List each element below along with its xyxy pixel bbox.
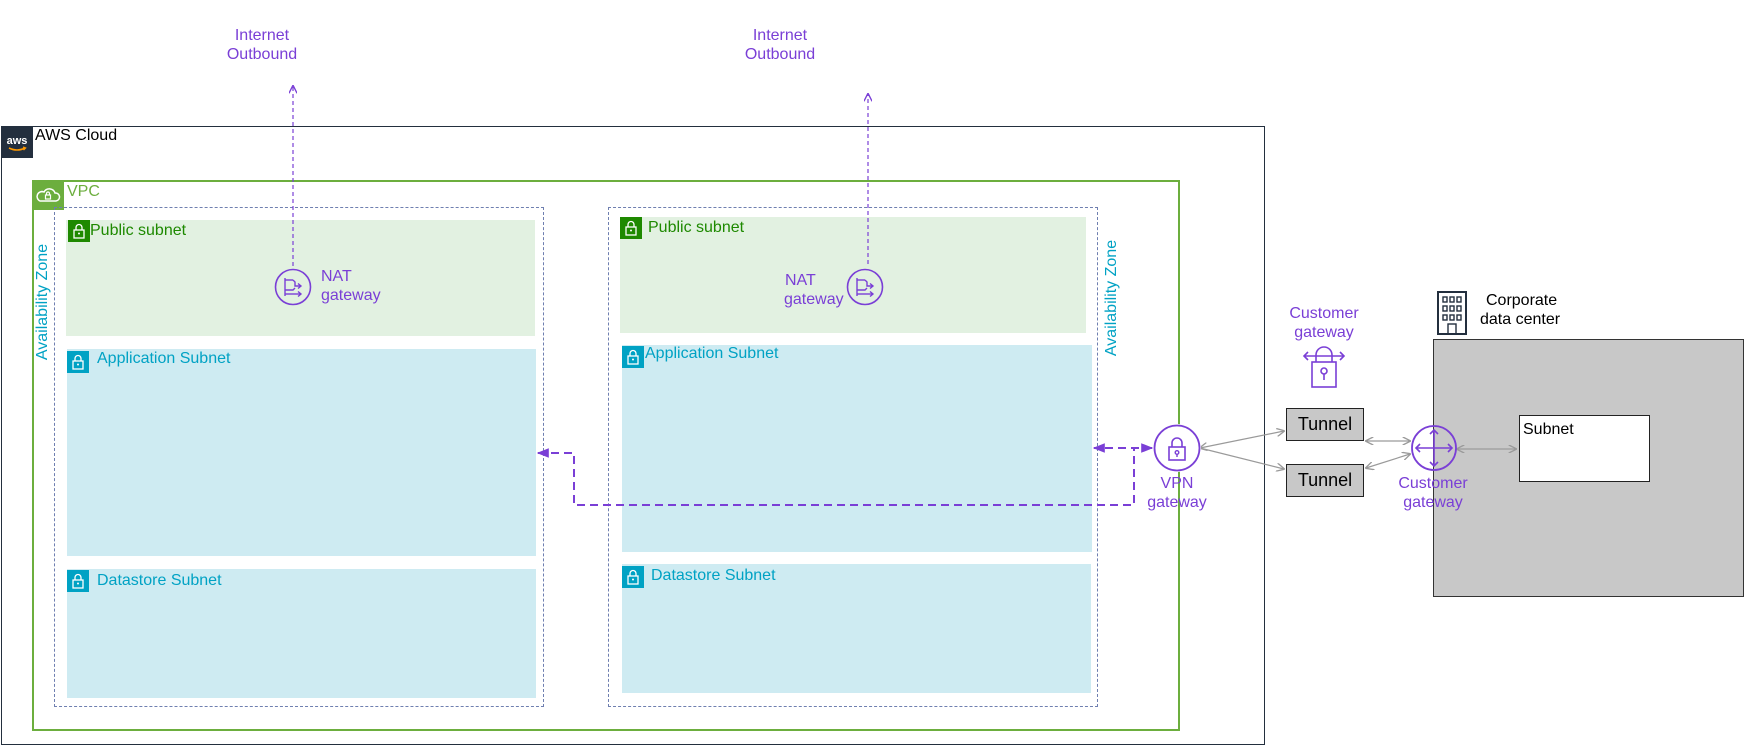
- building-icon: [1436, 290, 1468, 336]
- customer-gateway-line2: gateway: [1294, 324, 1354, 341]
- vpc-title: VPC: [67, 183, 100, 200]
- aws-cloud-title: AWS Cloud: [35, 127, 118, 144]
- corporate-data-center-label: Corporate data center: [1480, 291, 1560, 329]
- corporate-subnet-label: Subnet: [1523, 421, 1574, 438]
- public-subnet-2-label: Public subnet: [648, 219, 745, 236]
- vpc-cloud-icon: [32, 180, 64, 210]
- vpn-gateway-line2: gateway: [1147, 494, 1207, 511]
- corporate-line1: Corporate: [1486, 292, 1558, 309]
- internet-outbound-line1: Internet: [752, 27, 808, 44]
- customer-gateway-router-line1: Customer: [1398, 475, 1468, 492]
- internet-outbound-line2: Outbound: [744, 46, 816, 63]
- corporate-subnet-box: [1519, 415, 1650, 482]
- internet-outbound-label-right: Internet Outbound: [740, 26, 820, 64]
- nat-gateway-label: NAT gateway: [321, 267, 381, 305]
- internet-outbound-label-left: Internet Outbound: [222, 26, 302, 64]
- lock-icon: [622, 566, 644, 588]
- nat-gateway-line1: NAT: [785, 272, 816, 289]
- vpn-gateway-icon: [1153, 424, 1201, 472]
- customer-gateway-label-router: Customer gateway: [1391, 474, 1475, 512]
- lock-icon: [67, 570, 89, 592]
- application-subnet-2-label: Application Subnet: [645, 345, 779, 362]
- aws-logo-text: aws: [7, 135, 28, 147]
- application-subnet-1: [67, 349, 536, 556]
- nat-gateway-label: NAT gateway: [784, 271, 844, 309]
- datastore-subnet-1-label: Datastore Subnet: [97, 572, 222, 589]
- customer-gateway-label-top: Customer gateway: [1281, 304, 1367, 342]
- availability-zone-1-label: Availability Zone: [34, 243, 51, 361]
- internet-outbound-line2: Outbound: [226, 46, 298, 63]
- tunnel-2: Tunnel: [1286, 464, 1364, 497]
- nat-gateway-icon: [274, 268, 312, 306]
- aws-logo-icon: aws: [1, 126, 33, 158]
- datastore-subnet-2: [622, 564, 1091, 693]
- customer-gateway-router-line2: gateway: [1403, 494, 1463, 511]
- vpn-gateway-line1: VPN: [1160, 475, 1194, 492]
- router-tunnel-link-2: [1366, 454, 1410, 468]
- tunnel-1: Tunnel: [1286, 408, 1364, 441]
- nat-gateway-line2: gateway: [321, 287, 381, 304]
- customer-gateway-line1: Customer: [1289, 305, 1359, 322]
- lock-icon: [620, 217, 642, 239]
- corporate-line2: data center: [1480, 311, 1561, 328]
- nat-gateway-line1: NAT: [321, 268, 352, 285]
- application-subnet-1-label: Application Subnet: [97, 350, 231, 367]
- customer-gateway-icon: [1302, 340, 1346, 390]
- router-icon: [1410, 424, 1458, 472]
- public-subnet-1: [66, 220, 535, 336]
- lock-icon: [67, 351, 89, 373]
- internet-outbound-line1: Internet: [234, 27, 290, 44]
- application-subnet-2: [622, 345, 1092, 552]
- datastore-subnet-1: [67, 569, 536, 698]
- public-subnet-1-label: Public subnet: [90, 222, 187, 239]
- nat-gateway-line2: gateway: [784, 291, 844, 308]
- lock-icon: [622, 346, 644, 368]
- availability-zone-2-label: Availability Zone: [1103, 239, 1120, 357]
- nat-gateway-icon: [846, 268, 884, 306]
- datastore-subnet-2-label: Datastore Subnet: [651, 567, 776, 584]
- vpn-gateway-label: VPN gateway: [1136, 474, 1218, 512]
- lock-icon: [68, 220, 90, 242]
